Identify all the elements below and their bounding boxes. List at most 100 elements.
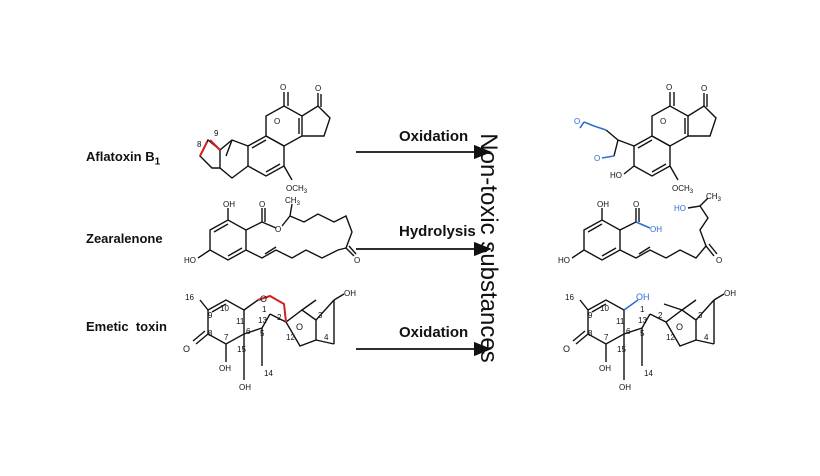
emetic-product-o-epoxide: O — [676, 322, 683, 332]
zearalenone-product-structure — [571, 197, 718, 261]
emetic-o-ketone: O — [183, 344, 190, 354]
reaction-label-oxidation-2: Oxidation — [399, 324, 469, 341]
emetic-product-num-3: 3 — [698, 311, 703, 320]
emetic-product-oh-top: OH — [724, 289, 736, 298]
aflatoxin-b1-structure — [199, 92, 331, 181]
aflatoxin-product-och3-text: OCH — [672, 184, 690, 193]
aflatoxin-product-aldehyde-2 — [601, 155, 615, 159]
emetic-product-num-9: 9 — [588, 311, 593, 320]
aflatoxin-name: Aflatoxin B — [86, 149, 155, 164]
emetic-num-7: 7 — [224, 333, 229, 342]
emetic-o-epoxide: O — [296, 322, 303, 332]
zearalenone-structure — [197, 203, 357, 261]
emetic-num-15: 15 — [237, 345, 246, 354]
emetic-product-num-15: 15 — [617, 345, 626, 354]
emetic-num-5: 5 — [260, 329, 265, 338]
zearalenone-ho: HO — [184, 256, 196, 265]
zearalenone-product-ch3-sub: 3 — [718, 197, 722, 203]
emetic-oh-7: OH — [219, 364, 231, 373]
aflatoxin-product-structure — [605, 92, 717, 181]
emetic-num-12: 12 — [286, 333, 295, 342]
emetic-product-oh-15: OH — [619, 383, 631, 392]
aflatoxin-red-bond-2 — [209, 139, 221, 151]
aflatoxin-label: Aflatoxin B1 — [86, 149, 160, 168]
emetic-num-4: 4 — [324, 333, 329, 342]
emetic-product-num-8: 8 — [588, 329, 593, 338]
aflatoxin-product-o-1: O — [660, 117, 666, 126]
emetic-product-num-13: 13 — [638, 316, 647, 325]
emetic-product-num-5: 5 — [640, 329, 645, 338]
aflatoxin-product-o-2: O — [666, 83, 672, 92]
zearalenone-ch3: CH3 — [285, 196, 301, 207]
emetic-num-6: 6 — [246, 327, 251, 336]
zearalenone-ch3-sub: 3 — [297, 201, 301, 207]
aflatoxin-product-och3-sub: 3 — [690, 189, 694, 195]
emetic-product-oh-new: OH — [636, 292, 650, 302]
zearalenone-product-acid-bond — [635, 221, 651, 229]
zearalenone-o-ester: O — [275, 225, 281, 234]
zearalenone-product-o-ketone: O — [716, 256, 722, 265]
emetic-red-ring — [257, 294, 287, 323]
emetic-product-num-14: 14 — [644, 369, 653, 378]
aflatoxin-red-bond — [199, 141, 208, 157]
emetic-toxin-label: Emetic toxin — [86, 319, 167, 334]
emetic-product-oh-bond — [623, 299, 639, 311]
emetic-num-8: 8 — [208, 329, 213, 338]
emetic-product-num-7: 7 — [604, 333, 609, 342]
emetic-num-1: 1 — [262, 305, 267, 314]
aflatoxin-num-9: 9 — [214, 129, 219, 138]
emetic-product-num-4: 4 — [704, 333, 709, 342]
emetic-num-13: 13 — [258, 316, 267, 325]
aflatoxin-product-aldehyde-1 — [583, 121, 607, 131]
aflatoxin-o-1: O — [274, 117, 280, 126]
zearalenone-ch3-text: CH — [285, 196, 297, 205]
reaction-label-hydrolysis: Hydrolysis — [399, 223, 476, 240]
emetic-product-num-12: 12 — [666, 333, 675, 342]
zearalenone-oh: OH — [223, 200, 235, 209]
emetic-num-10: 10 — [220, 304, 229, 313]
aflatoxin-product-aldehyde-1b — [579, 121, 585, 129]
emetic-product-num-10: 10 — [600, 304, 609, 313]
emetic-num-16: 16 — [185, 293, 194, 302]
zearalenone-product-ho: HO — [558, 256, 570, 265]
emetic-oh-15: OH — [239, 383, 251, 392]
aflatoxin-och3-text: OCH — [286, 184, 304, 193]
emetic-product-num-2: 2 — [658, 311, 663, 320]
zearalenone-o-carbonyl: O — [259, 200, 265, 209]
emetic-num-11: 11 — [236, 317, 245, 326]
emetic-num-14: 14 — [264, 369, 273, 378]
emetic-product-num-11: 11 — [616, 317, 625, 326]
aflatoxin-num-8: 8 — [197, 140, 202, 149]
aflatoxin-subscript: 1 — [154, 156, 161, 168]
emetic-product-num-1: 1 — [640, 305, 645, 314]
emetic-product-oh-7: OH — [599, 364, 611, 373]
aflatoxin-och3-sub: 3 — [304, 189, 308, 195]
zearalenone-o-ketone: O — [354, 256, 360, 265]
aflatoxin-product-och3: OCH3 — [672, 184, 694, 195]
emetic-toxin-structure — [192, 293, 345, 380]
emetic-oh-top: OH — [344, 289, 356, 298]
aflatoxin-o-2: O — [280, 83, 286, 92]
emetic-product-o-ketone: O — [563, 344, 570, 354]
zearalenone-product-o-acid: O — [633, 200, 639, 209]
emetic-num-2: 2 — [277, 313, 282, 322]
emetic-product-structure — [572, 293, 725, 380]
emetic-num-9: 9 — [208, 311, 213, 320]
emetic-num-3: 3 — [318, 311, 323, 320]
aflatoxin-product-o-ald2: O — [594, 154, 600, 163]
aflatoxin-product-ho: HO — [610, 171, 622, 180]
emetic-product-num-16: 16 — [565, 293, 574, 302]
zearalenone-product-ch3: CH3 — [706, 192, 722, 203]
zearalenone-product-oh: OH — [597, 200, 609, 209]
zearalenone-label: Zearalenone — [86, 231, 163, 246]
zearalenone-product-ho-alcohol: HO — [674, 204, 686, 213]
reaction-label-oxidation-1: Oxidation — [399, 128, 469, 145]
emetic-product-num-6: 6 — [626, 327, 631, 336]
aflatoxin-product-o-3: O — [701, 84, 707, 93]
aflatoxin-och3: OCH3 — [286, 184, 308, 195]
zearalenone-product-ch3-text: CH — [706, 192, 718, 201]
emetic-o-ring: O — [260, 294, 267, 304]
aflatoxin-product-o-ald1: O — [574, 117, 580, 126]
